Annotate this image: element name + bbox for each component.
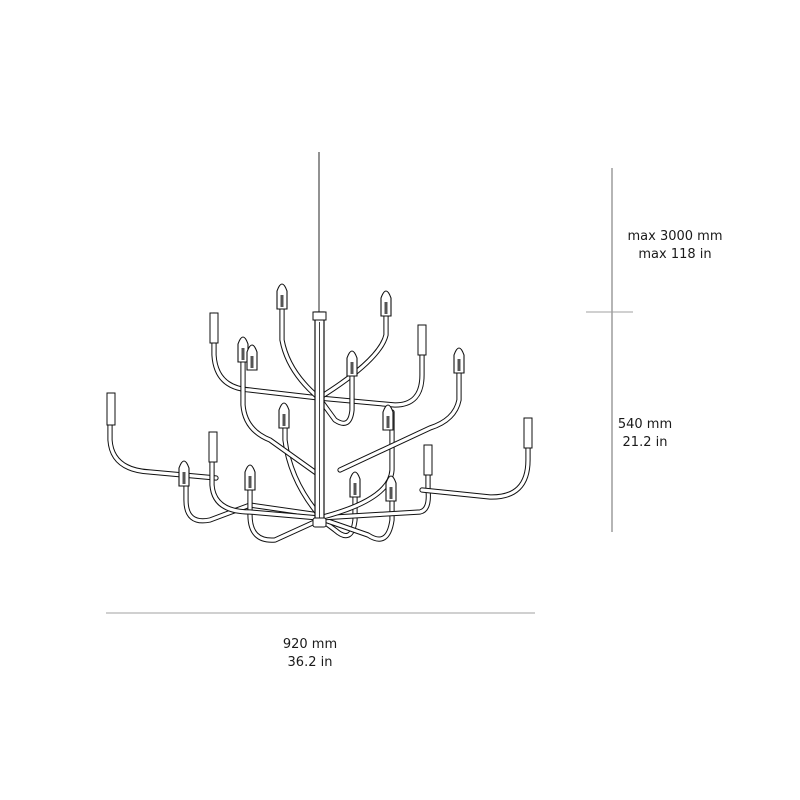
width-metric: 920 mm [282,637,338,652]
stem-bottom-cap [312,517,327,528]
upper-tier-arms [211,289,462,478]
cable-length-metric: max 3000 mm [627,229,723,244]
central-stem [312,311,327,528]
end-cap [417,324,427,356]
lower-tier-arms [107,395,531,521]
width-label: 920 mm 36.2 in [260,636,360,672]
height-label: 540 mm 21.2 in [612,416,678,452]
cable-length-label: max 3000 mm max 118 in [612,228,738,264]
height-imperial: 21.2 in [622,435,668,450]
tube-end-caps [106,312,533,476]
stem-top-cap [312,311,327,321]
dimension-lines [106,168,633,614]
loop-clips [178,283,465,502]
width-imperial: 36.2 in [287,655,333,670]
end-cap [209,312,219,344]
end-cap [423,444,433,476]
end-cap [106,392,116,426]
lower-arms-back [183,467,395,543]
cable-length-imperial: max 118 in [638,247,712,262]
end-cap [523,417,533,449]
height-metric: 540 mm [617,417,673,432]
end-cap [208,431,218,463]
